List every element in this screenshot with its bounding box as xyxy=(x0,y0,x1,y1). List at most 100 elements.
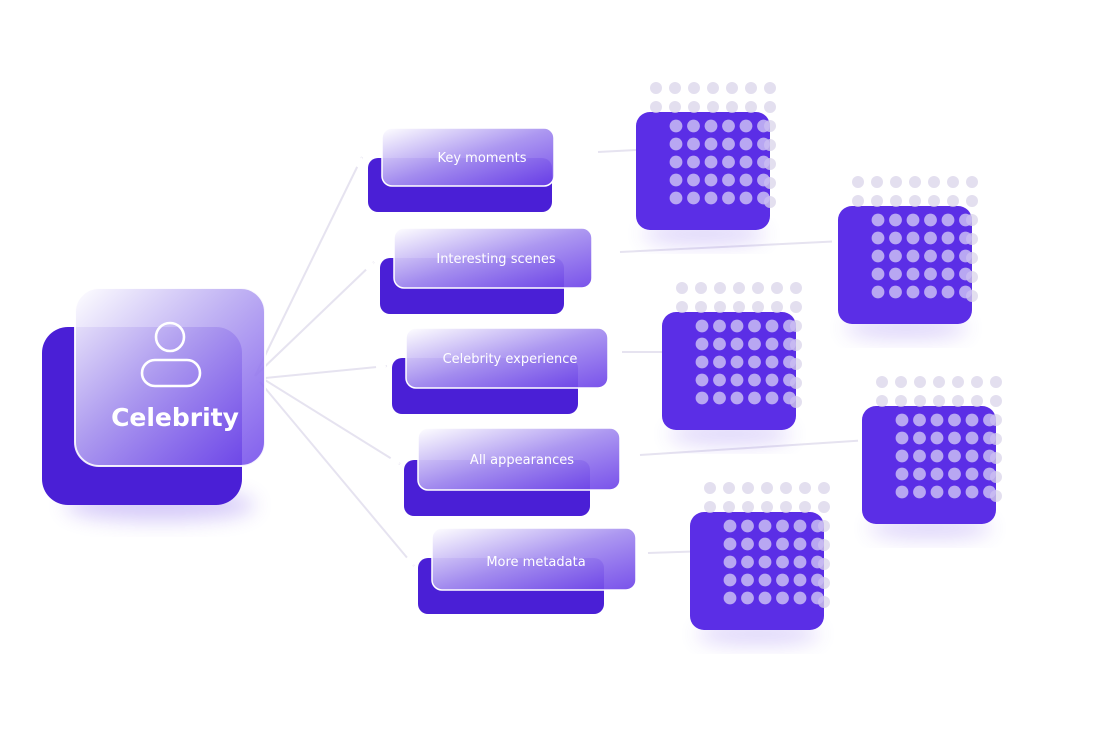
tile-dot xyxy=(748,320,761,333)
tile-dot xyxy=(913,450,926,463)
tile-dot-faint xyxy=(890,176,902,188)
tile-dot-faint xyxy=(752,282,764,294)
tile-dot-faint xyxy=(726,82,738,94)
tile-dot xyxy=(740,174,753,187)
result-tiles xyxy=(636,82,1002,644)
tile-dot xyxy=(757,156,770,169)
tile-dot xyxy=(783,392,796,405)
tile-dot xyxy=(696,356,709,369)
tile-dot xyxy=(907,286,920,299)
connector-source-pill-4 xyxy=(260,382,414,566)
tile-dot xyxy=(889,232,902,245)
tile-dot xyxy=(731,392,744,405)
output-pill-all-appearances: All appearances xyxy=(404,428,620,516)
tile-dot xyxy=(896,468,909,481)
tile-dot-faint xyxy=(745,101,757,113)
tile-dot-faint xyxy=(688,82,700,94)
tile-dot-faint xyxy=(761,501,773,513)
tile-dot-faint xyxy=(990,395,1002,407)
tile-dot xyxy=(670,138,683,151)
tile-dot xyxy=(759,574,772,587)
tile-dot xyxy=(983,450,996,463)
output-pill-more-metadata: More metadata xyxy=(418,528,636,614)
tile-dot xyxy=(741,592,754,605)
connector-source-pill-2-arrowhead xyxy=(375,361,387,373)
tile-dot-faint xyxy=(876,376,888,388)
tile-dot-faint xyxy=(669,101,681,113)
tile-dot-faint xyxy=(876,395,888,407)
pill-label: More metadata xyxy=(486,555,585,570)
tile-dot xyxy=(942,250,955,263)
tile-dot-faint xyxy=(890,195,902,207)
tile-dot-faint xyxy=(723,482,735,494)
tile-dot xyxy=(759,592,772,605)
tile-dot-faint xyxy=(790,301,802,313)
tile-dot xyxy=(942,232,955,245)
tile-dot xyxy=(794,538,807,551)
tile-dot xyxy=(811,538,824,551)
tile-dot-faint xyxy=(928,195,940,207)
tile-dot xyxy=(776,556,789,569)
tile-dot-faint xyxy=(909,195,921,207)
tile-dot xyxy=(811,574,824,587)
tile-dot xyxy=(959,214,972,227)
tile-dot xyxy=(907,268,920,281)
connector-source-pill-3 xyxy=(265,380,400,464)
tile-dot xyxy=(724,556,737,569)
tile-dot xyxy=(983,414,996,427)
tile-dot-faint xyxy=(914,395,926,407)
tile-dot xyxy=(913,414,926,427)
tile-dot-faint xyxy=(669,82,681,94)
tile-dot xyxy=(705,138,718,151)
tile-dot xyxy=(776,592,789,605)
tile-dot xyxy=(896,414,909,427)
tile-dot-faint xyxy=(650,101,662,113)
tile-dot xyxy=(889,286,902,299)
tile-dot-faint xyxy=(704,482,716,494)
connector-source-pill-1 xyxy=(255,262,374,376)
tile-dot-faint xyxy=(704,501,716,513)
source-card-label: Celebrity xyxy=(111,403,239,432)
tile-dot xyxy=(741,556,754,569)
tile-dot-faint xyxy=(799,501,811,513)
tile-dot xyxy=(759,520,772,533)
tile-dot-faint xyxy=(928,176,940,188)
tile-dot xyxy=(959,250,972,263)
tile-dot-faint xyxy=(733,282,745,294)
tile-dot xyxy=(687,120,700,133)
tile-dot xyxy=(670,174,683,187)
tile-dot xyxy=(731,374,744,387)
tile-dot xyxy=(740,120,753,133)
tile-dot xyxy=(724,520,737,533)
tile-dot-faint xyxy=(752,301,764,313)
tile-dot-faint xyxy=(780,482,792,494)
tile-dot xyxy=(748,392,761,405)
tile-dot-faint xyxy=(933,395,945,407)
tile-dot-faint xyxy=(947,195,959,207)
pill-label: All appearances xyxy=(470,453,574,468)
tile-dot xyxy=(783,374,796,387)
tile-dot-faint xyxy=(688,101,700,113)
tile-dot xyxy=(722,138,735,151)
tile-dot-faint xyxy=(761,482,773,494)
tile-dot xyxy=(948,414,961,427)
tile-dot-faint xyxy=(895,395,907,407)
tile-dot xyxy=(948,450,961,463)
tile-dot xyxy=(696,320,709,333)
tile-dot xyxy=(740,138,753,151)
tile-dot xyxy=(942,214,955,227)
tile-dot xyxy=(896,486,909,499)
tile-dot-faint xyxy=(818,501,830,513)
tile-dot-faint xyxy=(952,395,964,407)
tile-dot-faint xyxy=(952,376,964,388)
tile-dot xyxy=(687,192,700,205)
tile-dot-faint xyxy=(650,82,662,94)
tile-dot xyxy=(794,520,807,533)
tile-dot-faint xyxy=(723,501,735,513)
tile-dot-faint xyxy=(764,101,776,113)
tile-dot xyxy=(913,468,926,481)
tile-dot-faint xyxy=(771,282,783,294)
tile-dot xyxy=(924,250,937,263)
tile-dot xyxy=(713,374,726,387)
tile-dot xyxy=(713,356,726,369)
